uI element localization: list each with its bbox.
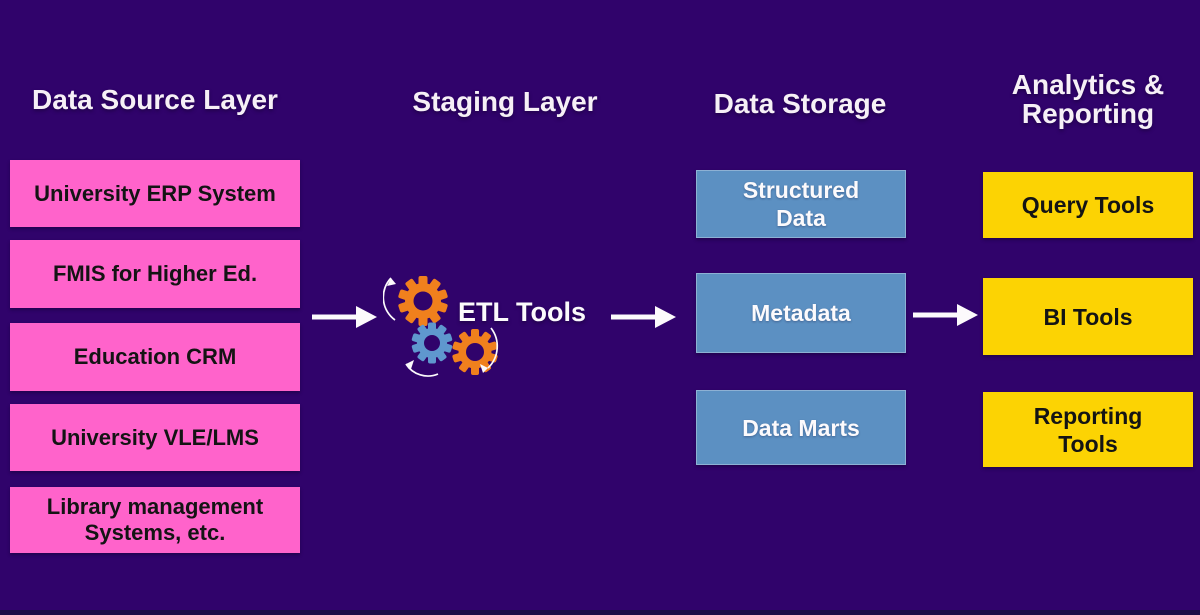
heading-analytics-line1: Analytics &	[1011, 69, 1165, 100]
flow-arrow-staging-to-storage	[611, 306, 676, 328]
gear-blue	[411, 322, 453, 364]
gear-orange-small	[452, 329, 498, 375]
heading-analytics-reporting: Analytics & Reporting	[973, 70, 1200, 128]
gear-arrowheads	[387, 278, 488, 373]
storage-item-structured-data: Structured Data	[696, 170, 906, 238]
gears-icon	[383, 276, 499, 377]
heading-data-storage: Data Storage	[713, 88, 887, 119]
bottom-edge-strip	[0, 610, 1200, 615]
analytics-item-bi-tools: BI Tools	[983, 278, 1193, 355]
analytics-item-reporting-tools: Reporting Tools	[983, 392, 1193, 467]
source-item-library: Library management Systems, etc.	[10, 487, 300, 553]
source-item-erp: University ERP System	[10, 160, 300, 227]
heading-staging-layer: Staging Layer	[412, 86, 598, 117]
storage-item-metadata: Metadata	[696, 273, 906, 353]
source-item-vle-lms: University VLE/LMS	[10, 404, 300, 471]
flow-arrow-storage-to-analytics	[913, 304, 978, 326]
analytics-item-query-tools: Query Tools	[983, 172, 1193, 238]
source-item-crm: Education CRM	[10, 323, 300, 391]
storage-item-data-marts: Data Marts	[696, 390, 906, 465]
flow-arrow-source-to-staging	[312, 306, 377, 328]
gear-orange-large	[398, 276, 448, 326]
gear-rotation-arrows	[383, 277, 499, 377]
source-item-fmis: FMIS for Higher Ed.	[10, 240, 300, 308]
heading-analytics-line2: Reporting	[1021, 98, 1155, 129]
heading-data-source-layer: Data Source Layer	[32, 84, 278, 115]
etl-tools-label: ETL Tools	[458, 297, 586, 327]
